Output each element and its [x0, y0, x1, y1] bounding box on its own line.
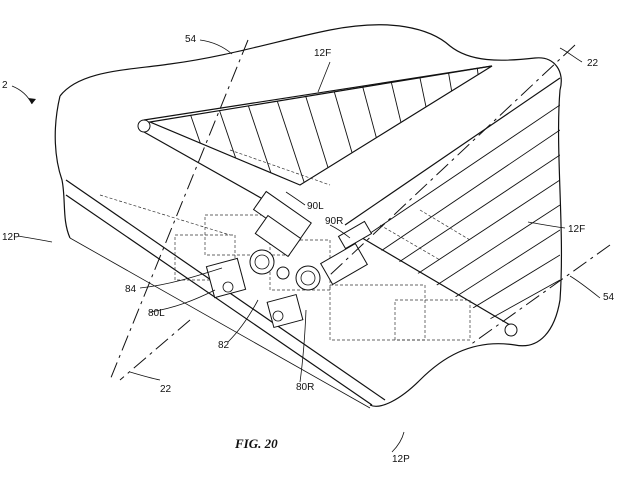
leader-lines: [11, 39, 601, 453]
arrow-2: [28, 98, 36, 104]
label-54-right: 54: [603, 292, 615, 303]
label-22-top: 22: [587, 58, 599, 69]
top-flap-12F: [137, 65, 493, 221]
label-12P-bottom: 12P: [392, 454, 410, 465]
figure-caption: FIG. 20: [234, 436, 278, 451]
label-54-top: 54: [185, 34, 197, 45]
label-2: 2: [2, 80, 8, 91]
label-12F-right: 12F: [568, 224, 585, 235]
label-12P-left: 12P: [2, 232, 20, 243]
device-outline: [54, 24, 563, 407]
label-84: 84: [125, 284, 137, 295]
label-80R: 80R: [296, 382, 314, 393]
axis-lines: [109, 39, 611, 381]
label-80L: 80L: [148, 308, 165, 319]
label-82: 82: [218, 340, 230, 351]
label-22-bottom: 22: [160, 384, 172, 395]
label-90L: 90L: [307, 201, 324, 212]
right-flap-12F: [344, 77, 561, 337]
label-90R: 90R: [325, 216, 343, 227]
reference-labels: 2 54 12F 22 12P 90L 90R 12F 84 54 80L 82…: [2, 34, 615, 465]
gear-mechanism: [205, 190, 373, 329]
label-12F-top: 12F: [314, 48, 331, 59]
